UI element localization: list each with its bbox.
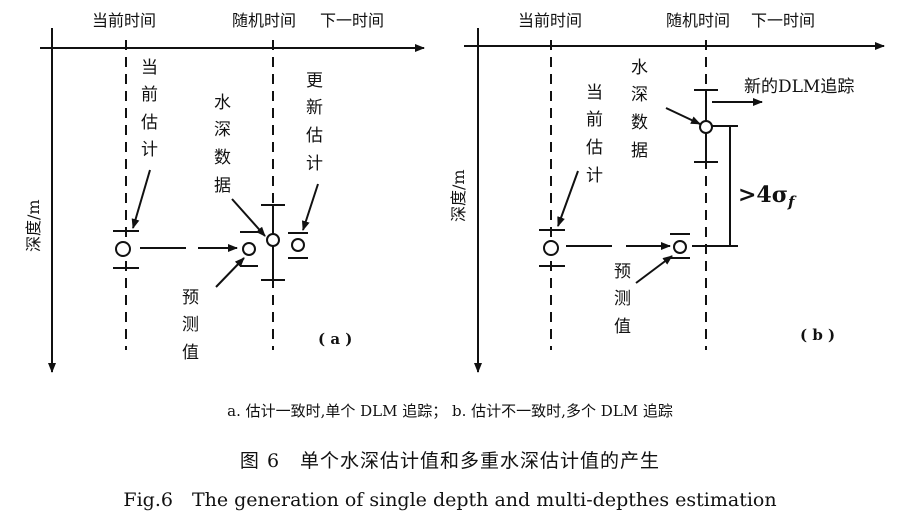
panel-a (40, 28, 425, 373)
svg-text:深: 深 (214, 120, 231, 140)
svg-text:水: 水 (631, 58, 648, 78)
depth-data-pointer-a (231, 198, 266, 237)
threshold-bracket (692, 125, 738, 247)
current-estimate-pointer-a (131, 169, 151, 229)
predicted-marker-b (670, 233, 690, 259)
depth-axis-label-a: 深度/m (24, 199, 43, 252)
current-estimate-marker-a (113, 230, 139, 269)
svg-text:估: 估 (306, 126, 323, 146)
svg-text:当: 当 (586, 83, 603, 103)
svg-text:预: 预 (614, 262, 631, 282)
time-current-label-b: 当前时间 (518, 11, 582, 30)
predicted-label-a: 预 测 值 (182, 288, 199, 363)
svg-text:当: 当 (141, 58, 158, 78)
svg-text:数: 数 (631, 113, 648, 133)
updated-estimate-label-a: 更 新 估 计 (306, 71, 323, 174)
svg-text:值: 值 (614, 317, 631, 337)
depth-data-marker-a (261, 204, 285, 281)
predicted-pointer-a (215, 257, 245, 288)
svg-text:水: 水 (214, 93, 231, 113)
current-estimate-label-b: 当 前 估 计 (586, 83, 603, 186)
predicted-pointer-b (635, 255, 673, 284)
time-random-label-b: 随机时间 (666, 11, 730, 30)
panel-b-tag: ( b ) (800, 326, 835, 344)
svg-text:计: 计 (586, 166, 603, 186)
svg-text:据: 据 (631, 141, 648, 161)
current-estimate-label-a: 当 前 估 计 (141, 58, 158, 160)
svg-text:前: 前 (586, 110, 603, 130)
panel-a-tag: ( a ) (318, 330, 352, 348)
svg-text:计: 计 (141, 140, 158, 160)
depth-data-marker-b (694, 89, 718, 163)
updated-estimate-marker-a (288, 232, 308, 259)
subcaption: a. 估计一致时,单个 DLM 追踪； b. 估计不一致时,多个 DLM 追踪 (227, 402, 673, 420)
current-estimate-marker-b (539, 229, 565, 267)
threshold-label: >4σf (738, 182, 797, 211)
depth-data-label-b: 水 深 数 据 (631, 58, 648, 161)
svg-text:更: 更 (306, 71, 323, 91)
predicted-label-b: 预 测 值 (614, 262, 631, 337)
svg-text:数: 数 (214, 148, 231, 168)
svg-text:估: 估 (586, 138, 603, 158)
svg-text:前: 前 (141, 85, 158, 105)
svg-text:新: 新 (306, 98, 323, 118)
time-current-label-a: 当前时间 (92, 11, 156, 30)
svg-text:计: 计 (306, 154, 323, 174)
time-next-label-b: 下一时间 (751, 11, 815, 30)
figure-caption-en: Fig.6 The generation of single depth and… (123, 489, 777, 511)
depth-axis-label-b: 深度/m (449, 169, 468, 222)
time-next-label-a: 下一时间 (320, 11, 384, 30)
time-random-label-a: 随机时间 (232, 11, 296, 30)
svg-text:值: 值 (182, 343, 199, 363)
depth-data-pointer-b (665, 107, 701, 125)
figure-caption-cn: 图 6 单个水深估计值和多重水深估计值的产生 (239, 450, 661, 472)
current-estimate-pointer-b (557, 170, 579, 227)
new-dlm-label: 新的DLM追踪 (744, 77, 854, 97)
svg-text:据: 据 (214, 176, 231, 196)
panel-b (464, 28, 885, 373)
svg-text:测: 测 (182, 315, 199, 335)
svg-text:预: 预 (182, 288, 199, 308)
svg-text:测: 测 (614, 289, 631, 309)
updated-estimate-pointer-a (301, 183, 319, 231)
depth-data-label-a: 水 深 数 据 (214, 93, 231, 196)
svg-text:估: 估 (141, 113, 158, 133)
predicted-marker-a (240, 231, 258, 267)
svg-text:深: 深 (631, 85, 648, 105)
